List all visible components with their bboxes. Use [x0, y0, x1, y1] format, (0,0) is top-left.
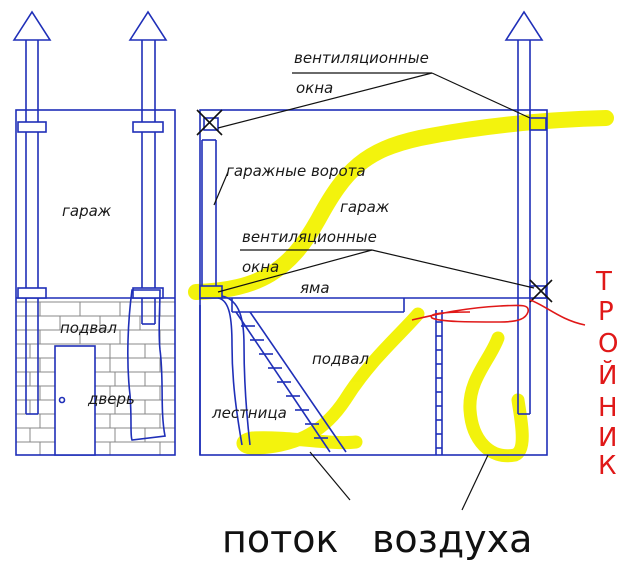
- pit: [231, 298, 405, 313]
- label-airflow-word1: поток: [222, 517, 338, 561]
- vent-window-mid-left: [199, 285, 223, 299]
- leader-lines: [213, 72, 535, 511]
- label-garage-right: гараж: [340, 198, 390, 216]
- airflow-basement-path: [236, 307, 425, 455]
- label-pit: яма: [300, 279, 330, 297]
- label-vent-windows-mid-1: вентиляционные: [242, 228, 377, 246]
- tee-letter: И: [598, 423, 617, 453]
- ladder: [435, 310, 443, 455]
- airflow-tee-path: [463, 331, 529, 463]
- stairs: [235, 311, 347, 453]
- label-vent-windows-top-2: окна: [296, 79, 333, 97]
- left-pipe-1: [12, 10, 52, 415]
- basement-duct: [217, 297, 243, 446]
- label-vent-windows-top-1: вентиляционные: [294, 49, 429, 67]
- tee-letter: Р: [598, 297, 614, 327]
- label-tee: Т Р О Й Н И К: [595, 267, 618, 481]
- tee-letter: О: [598, 329, 618, 359]
- tee-sketch: [411, 299, 586, 326]
- label-garage-doors: гаражные ворота: [226, 162, 366, 180]
- right-building: [196, 10, 553, 456]
- label-garage-left: гараж: [62, 202, 112, 220]
- label-vent-windows-mid-2: окна: [242, 258, 279, 276]
- tee-letter: Т: [595, 267, 612, 297]
- label-door: дверь: [87, 390, 135, 408]
- left-pipe-2: [128, 10, 168, 325]
- vent-window-top-left: [196, 109, 223, 136]
- label-basement-left: подвал: [60, 319, 117, 337]
- left-building: [12, 10, 176, 456]
- tee-letter: К: [598, 451, 616, 481]
- flexible-duct: [127, 289, 166, 441]
- airflow-garage-path: [188, 110, 614, 300]
- door-handle: [58, 396, 66, 404]
- tee-letter: Й: [598, 359, 617, 391]
- tee-letter: Н: [598, 393, 618, 423]
- right-pipe: [504, 10, 553, 415]
- right-building-outline: [199, 109, 548, 456]
- label-airflow-word2: воздуха: [372, 517, 532, 561]
- label-basement-right: подвал: [312, 350, 369, 368]
- airflow-paths: [188, 110, 614, 463]
- label-stairs: лестница: [211, 404, 287, 422]
